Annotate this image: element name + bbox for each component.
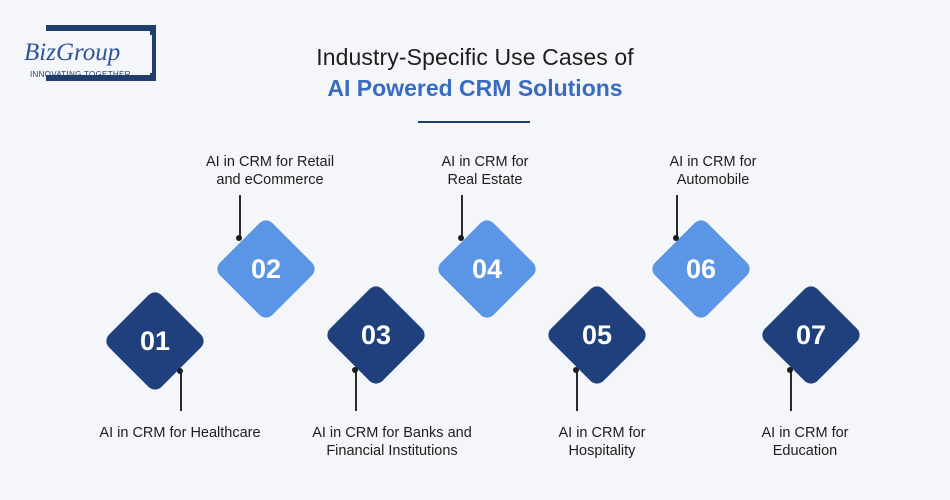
connector-05	[576, 370, 578, 411]
logo-tagline: INNOVATING TOGETHER	[30, 70, 131, 79]
logo-wordmark: BizGroup	[24, 39, 121, 66]
label-education: AI in CRM for Education	[761, 425, 849, 459]
connector-dot-04	[458, 235, 464, 241]
connector-dot-03	[352, 367, 358, 373]
label-healthcare: AI in CRM for Healthcare	[99, 425, 261, 441]
diamond-number-05: 05	[581, 320, 613, 350]
diamond-number-02: 02	[250, 254, 282, 284]
logo-frame	[46, 25, 156, 81]
connector-01	[180, 371, 182, 411]
title-line-2: AI Powered CRM Solutions	[327, 75, 623, 101]
title-underline	[418, 121, 530, 123]
diamond-number-03: 03	[360, 320, 392, 350]
connector-dot-01	[177, 368, 183, 374]
connector-dot-02	[236, 235, 242, 241]
connector-06	[676, 195, 678, 239]
connector-07	[790, 370, 792, 411]
connector-dot-06	[673, 235, 679, 241]
diamond-number-04: 04	[471, 254, 503, 284]
diamond-number-06: 06	[685, 254, 717, 284]
label-hospitality: AI in CRM for Hospitality	[558, 425, 646, 459]
connector-dot-07	[787, 367, 793, 373]
connector-04	[461, 195, 463, 239]
label-real-estate: AI in CRM for Real Estate	[441, 154, 529, 188]
title-line-1: Industry-Specific Use Cases of	[316, 44, 634, 70]
label-retail-ecommerce: AI in CRM for Retail and eCommerce	[205, 154, 335, 188]
label-automobile: AI in CRM for Automobile	[669, 154, 757, 188]
connector-03	[355, 370, 357, 411]
diamond-number-01: 01	[139, 326, 171, 356]
connector-02	[239, 195, 241, 239]
label-banks-financial: AI in CRM for Banks and Financial Instit…	[312, 425, 472, 459]
bizgroup-logo: BizGroup INNOVATING TOGETHER	[22, 25, 157, 83]
connector-dot-05	[573, 367, 579, 373]
diamond-number-07: 07	[795, 320, 827, 350]
